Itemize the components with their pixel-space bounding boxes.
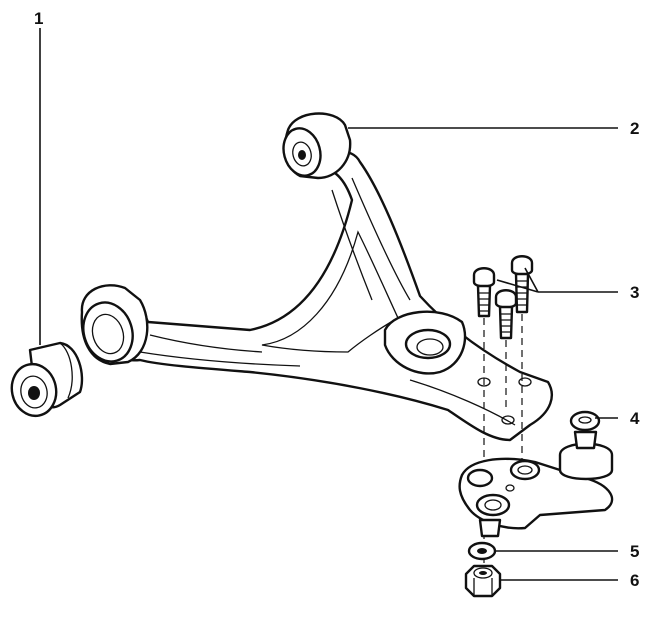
callout-2: 2 [630, 119, 639, 138]
leader-lines [39, 28, 618, 581]
arm-rear-bushing [282, 112, 352, 180]
control-arm [84, 150, 553, 442]
bolts [472, 255, 534, 340]
callout-1: 1 [34, 9, 43, 28]
washer [467, 541, 497, 561]
callout-6: 6 [630, 571, 639, 590]
rubber-bushing [10, 341, 84, 418]
arm-front-eye [80, 284, 149, 366]
callout-5: 5 [630, 542, 639, 561]
ball-joint [458, 410, 614, 538]
callout-3: 3 [630, 283, 639, 302]
callout-labels: 1 2 3 4 5 6 [34, 9, 640, 590]
callout-4: 4 [630, 409, 640, 428]
nut [464, 564, 502, 598]
